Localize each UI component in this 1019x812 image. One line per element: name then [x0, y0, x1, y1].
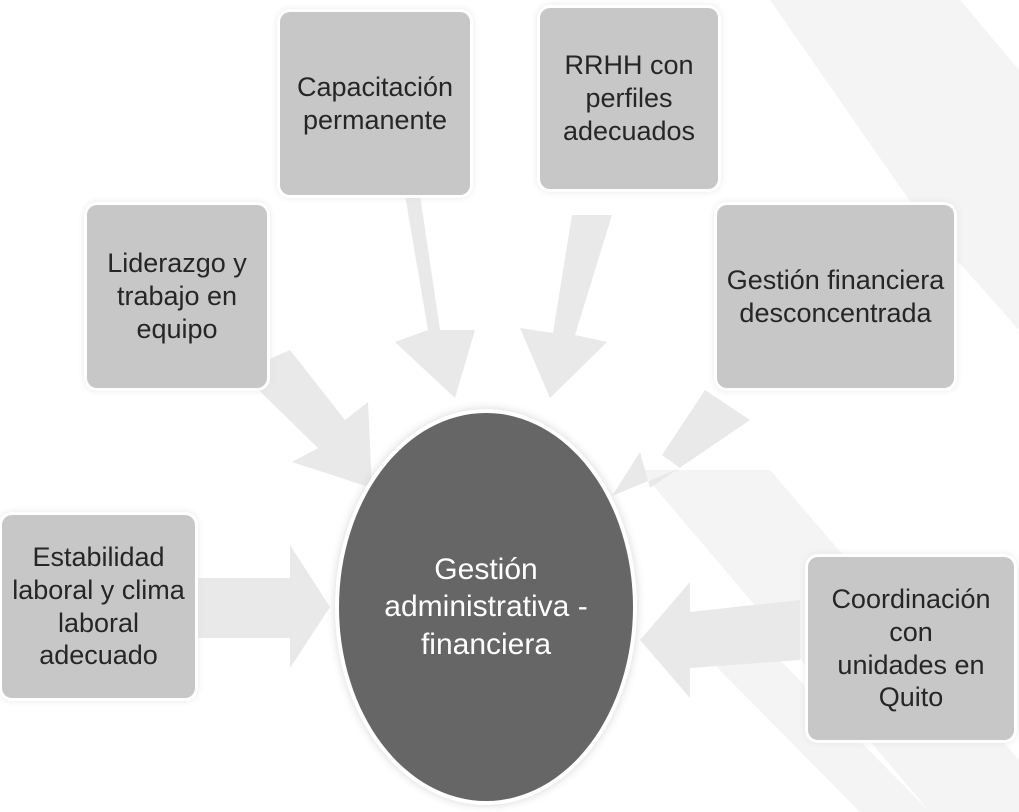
arrow-from-rrhh	[520, 215, 612, 398]
watermark-chevron-upper	[770, 0, 1019, 330]
factor-estabilidad-box: Estabilidad laboral y clima laboral adec…	[2, 515, 195, 698]
arrow-from-liderazgo	[240, 350, 372, 488]
factor-capacitacion-box: Capacitación permanente	[280, 12, 470, 195]
factor-liderazgo-box: Liderazgo y trabajo en equipo	[87, 205, 267, 388]
arrow-from-coordinacion	[640, 582, 800, 698]
center-node: Gestión administrativa - financiera	[339, 413, 633, 801]
factor-rrhh-box: RRHH con perfiles adecuados	[540, 8, 718, 189]
arrow-from-gestion-financiera	[612, 390, 750, 496]
arrow-from-capacitacion	[360, 195, 475, 398]
factor-gestion-financiera-box: Gestión financiera desconcentrada	[717, 205, 954, 388]
arrow-from-estabilidad	[195, 545, 330, 668]
factor-coordinacion-box: Coordinación con unidades en Quito	[808, 557, 1014, 740]
